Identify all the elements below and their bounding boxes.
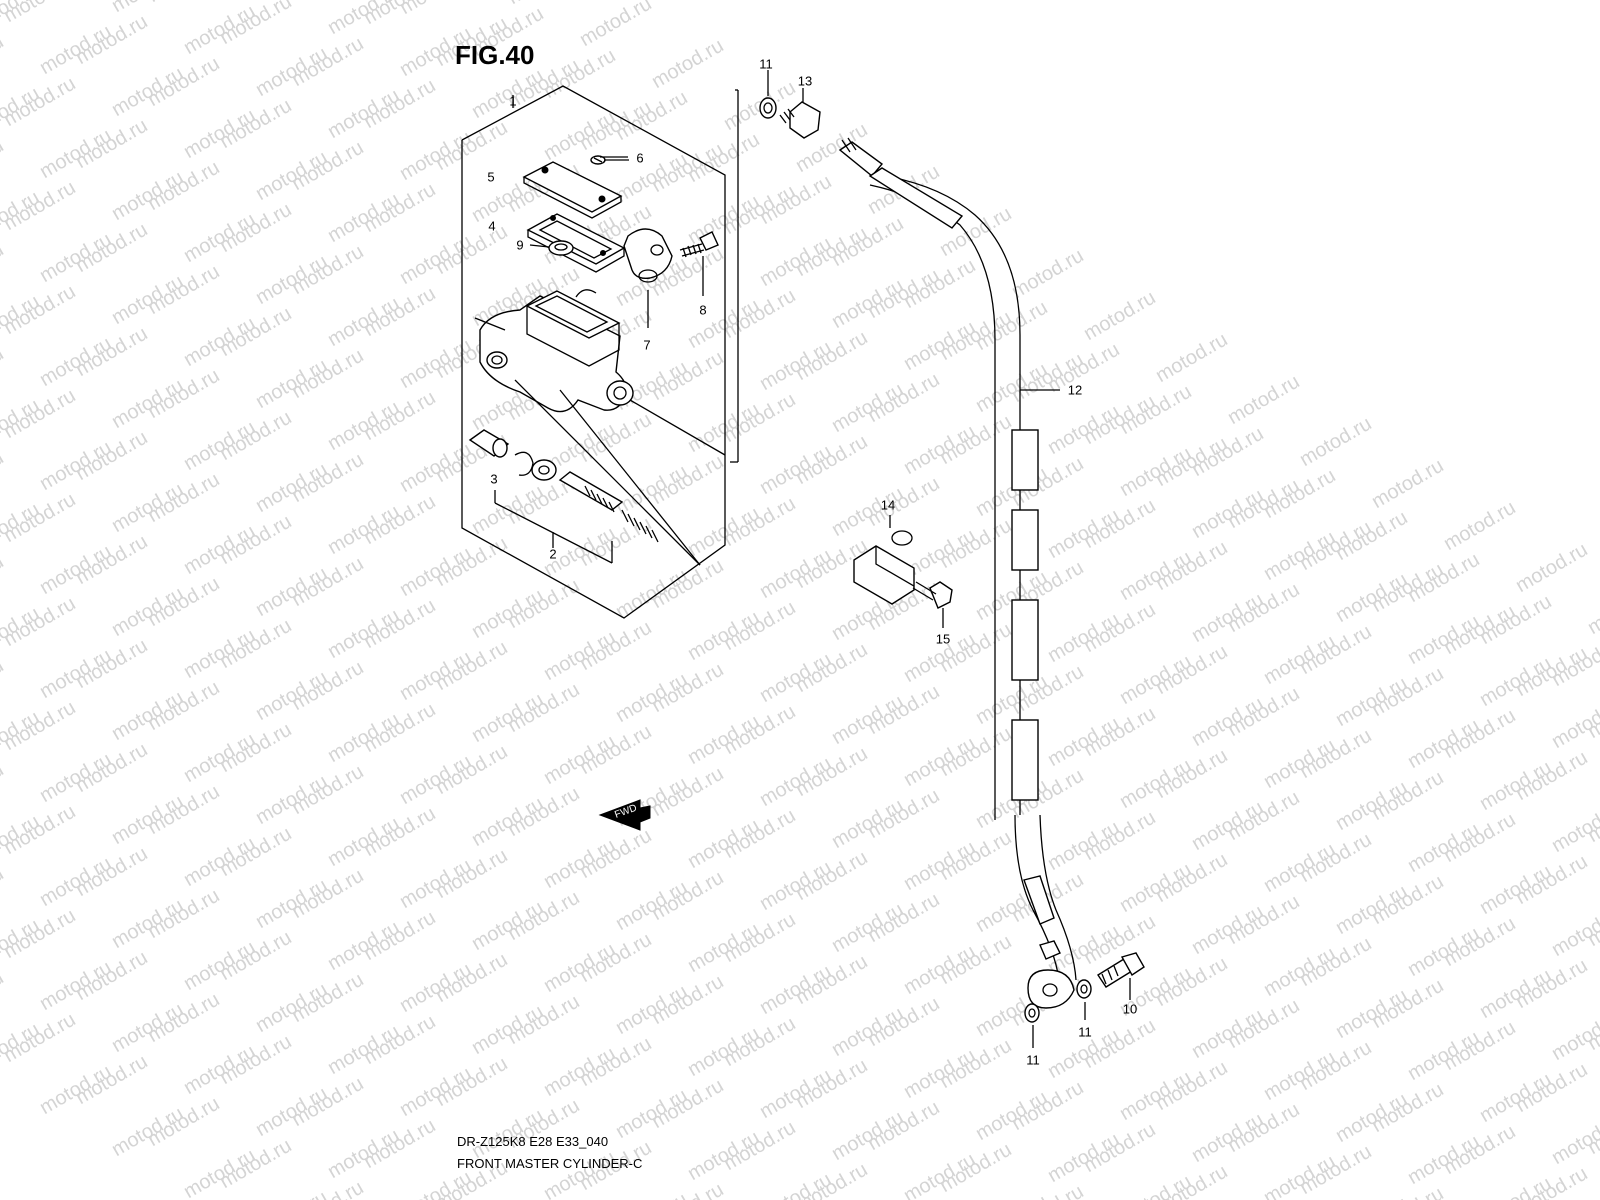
callout-12: 12 <box>1067 382 1083 398</box>
reservoir-cap <box>522 161 623 219</box>
master-cylinder-body <box>474 289 726 456</box>
callout-3: 3 <box>490 471 498 487</box>
callout-2: 2 <box>549 546 557 562</box>
fwd-arrow: FWD <box>598 799 651 831</box>
union-bolt-set <box>1024 952 1145 1048</box>
callout-14: 14 <box>880 497 896 513</box>
figure-code: DR-Z125K8 E28 E33_040 <box>457 1134 609 1149</box>
handlebar-holder <box>623 228 673 328</box>
callout-11-top: 11 <box>759 56 773 72</box>
cap-screw <box>590 155 629 165</box>
hose-clamp <box>853 515 953 628</box>
callout-10: 10 <box>1122 1001 1138 1017</box>
assembly-outline <box>461 85 739 619</box>
callout-8: 8 <box>699 302 707 318</box>
brake-hose <box>759 97 1077 1009</box>
callout-11-right: 11 <box>1078 1024 1092 1040</box>
figure-title: FIG.40 <box>455 40 535 70</box>
diaphragm <box>526 213 626 273</box>
callout-7: 7 <box>643 337 651 353</box>
holder-bolt <box>679 231 719 296</box>
callout-6: 6 <box>636 150 644 166</box>
figure-name: FRONT MASTER CYLINDER-C <box>457 1156 643 1171</box>
callout-1: 1 <box>509 93 517 109</box>
callout-4: 4 <box>488 218 496 234</box>
callout-15: 15 <box>935 631 951 647</box>
callout-9: 9 <box>516 237 524 253</box>
callout-5: 5 <box>487 169 495 185</box>
callout-11-bottom: 11 <box>1026 1052 1040 1068</box>
piston-kit <box>468 379 701 566</box>
callout-13: 13 <box>797 73 813 89</box>
leader-lines <box>600 70 1060 391</box>
dust-boot <box>529 240 574 256</box>
